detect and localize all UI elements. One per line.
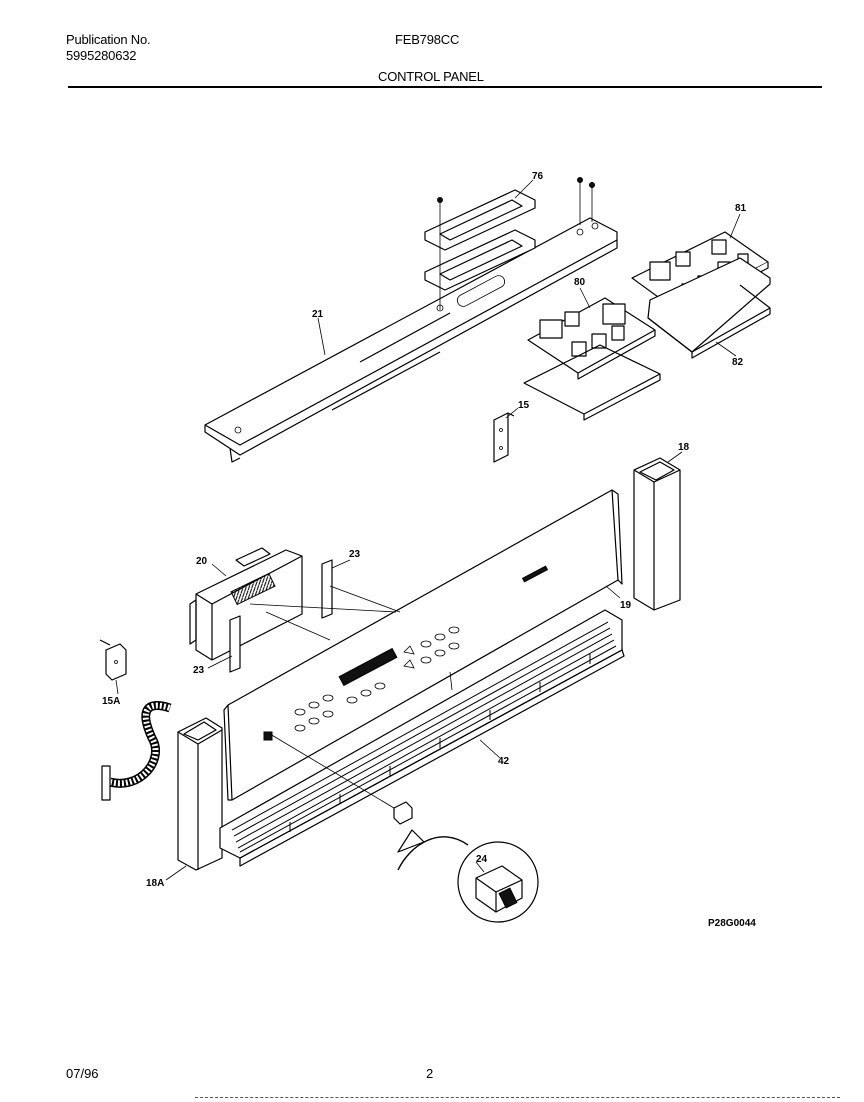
- part-18-end-cap-right: [633, 457, 681, 611]
- footer-page-number: 2: [426, 1066, 434, 1081]
- wire-harness: [101, 701, 172, 801]
- callout-81: 81: [735, 203, 747, 214]
- publication-number: 5995280632: [66, 48, 137, 63]
- model-number: FEB798CC: [395, 32, 460, 47]
- footer-rule: [195, 1097, 840, 1099]
- header-rule: [68, 86, 822, 88]
- part-21-panel-bracket: [204, 217, 618, 463]
- callout-76: 76: [532, 171, 544, 182]
- callout-21: 21: [312, 309, 324, 320]
- part-20-electronic-module: [189, 547, 303, 661]
- callout-15A: 15A: [102, 696, 120, 707]
- part-15-bracket: [493, 412, 515, 463]
- part-76-gasket: [424, 177, 595, 310]
- publication-label: Publication No.: [66, 32, 151, 47]
- part-23-bracket-upper: [321, 559, 333, 619]
- callout-80: 80: [574, 277, 586, 288]
- section-title: CONTROL PANEL: [378, 69, 484, 84]
- callout-23-upper: 23: [349, 549, 361, 560]
- callout-42: 42: [498, 756, 510, 767]
- callout-18: 18: [678, 442, 690, 453]
- part-81-relay-board: [631, 231, 771, 359]
- leader-lines: [115, 179, 741, 881]
- part-15A-bracket: [99, 639, 127, 681]
- panel-keypad: [263, 626, 460, 741]
- callout-24: 24: [476, 854, 488, 865]
- part-18A-end-cap-left: [177, 717, 223, 871]
- callout-23-lower: 23: [193, 665, 205, 676]
- part-80-control-board: [523, 297, 661, 421]
- callout-labels: 76 81 21 80 82 15 18 20 23 19 23 15A 42 …: [102, 171, 756, 929]
- callout-19: 19: [620, 600, 632, 611]
- part-24-switch: [393, 801, 539, 923]
- footer-date: 07/96: [66, 1066, 99, 1081]
- part-19-front-panel: [223, 489, 623, 801]
- callout-18A: 18A: [146, 878, 164, 889]
- part-42-vent-grille: [219, 609, 625, 867]
- drawing-code: P28G0044: [708, 918, 756, 929]
- callout-82: 82: [732, 357, 744, 368]
- callout-20: 20: [196, 556, 208, 567]
- part-23-bracket-lower: [229, 615, 241, 673]
- callout-15: 15: [518, 400, 530, 411]
